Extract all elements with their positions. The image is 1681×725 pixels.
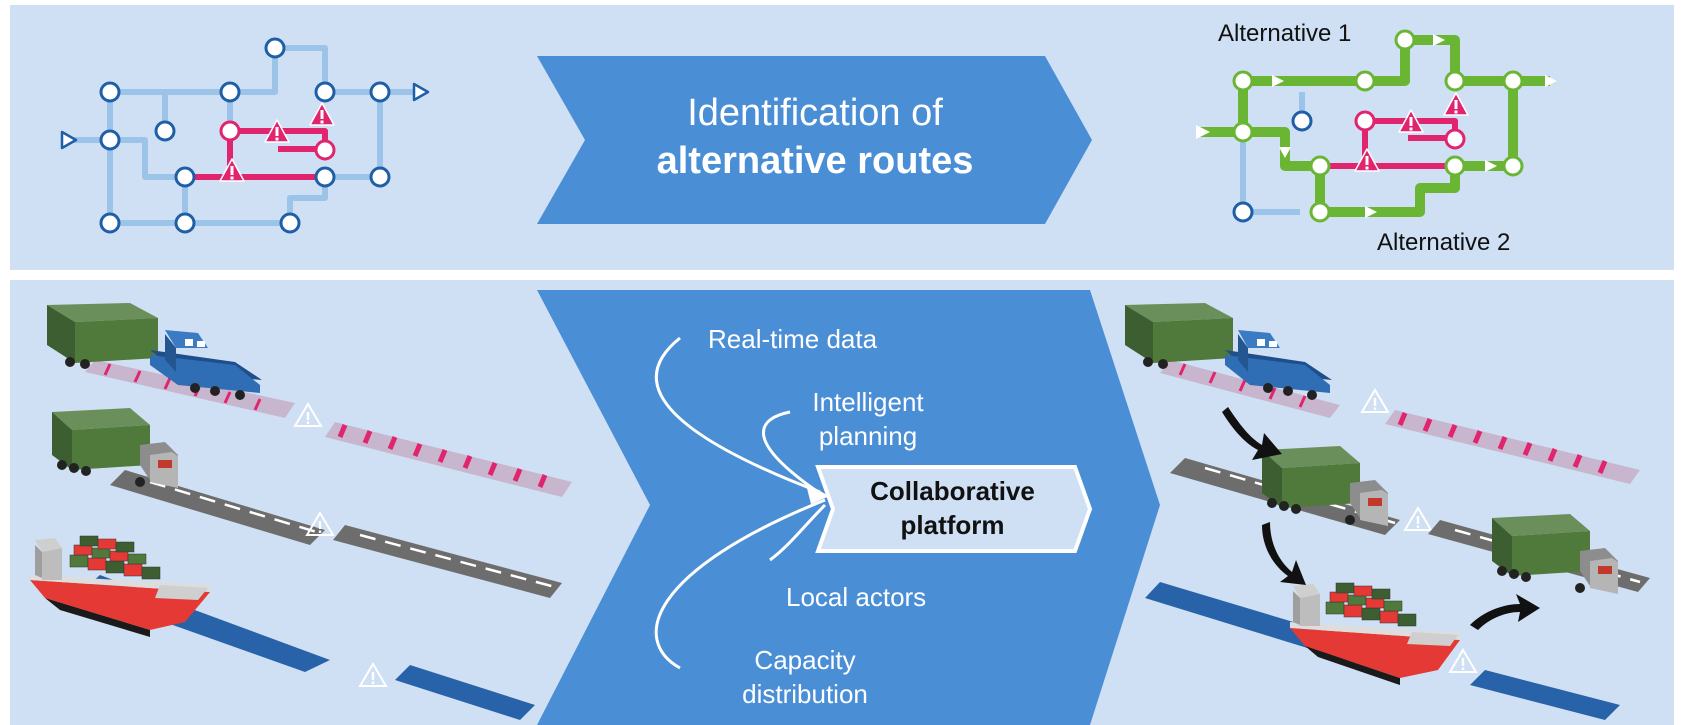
warning-icon [219, 158, 245, 182]
local-actors-label: Local actors [786, 582, 927, 612]
collaborative-platform-box [815, 465, 1093, 553]
container-ship [30, 535, 210, 637]
warning-icon [1443, 92, 1469, 116]
original-network [60, 37, 430, 234]
feed-curves [654, 336, 830, 670]
process-chevron [537, 56, 1092, 224]
truck [52, 408, 178, 488]
transport-after [1125, 303, 1650, 720]
intelligent-planning-label: Intelligent planning [812, 387, 924, 451]
flow-arrow-icon [1196, 34, 1557, 218]
warning-icon [1361, 389, 1389, 413]
capacity-distribution-label: Capacity distribution [742, 645, 868, 709]
warning-icon [1404, 507, 1432, 531]
warning-icon [1354, 148, 1380, 172]
warning-icon [359, 663, 387, 687]
collaborative-platform-label: Collaborative platform [870, 476, 1035, 540]
broken-waterway [395, 665, 535, 720]
alternative-2-label: Alternative 2 [1377, 229, 1511, 256]
process-title: Identification of alternative routes [600, 89, 1030, 185]
freight-train [1125, 303, 1332, 400]
realtime-data-label: Real-time data [708, 324, 878, 354]
container-ship [1290, 582, 1460, 685]
alternative-network [1196, 29, 1557, 223]
process-title-line-1: Identification of [687, 92, 943, 134]
broken-road [333, 525, 562, 598]
transport-before [30, 303, 572, 720]
end-arrow-icon [412, 82, 430, 102]
alternative-1-label: Alternative 1 [1218, 20, 1352, 47]
mode-shift-arrow-icon [1222, 407, 1540, 630]
truck [1492, 514, 1618, 594]
broken-rail [325, 422, 572, 497]
truck [1262, 446, 1388, 526]
freight-train [47, 303, 262, 400]
warning-icon [294, 403, 322, 427]
start-arrow-icon [60, 130, 78, 150]
process-title-line-2: alternative routes [656, 140, 974, 182]
warning-icon [1449, 649, 1477, 673]
warning-icon [309, 102, 335, 126]
